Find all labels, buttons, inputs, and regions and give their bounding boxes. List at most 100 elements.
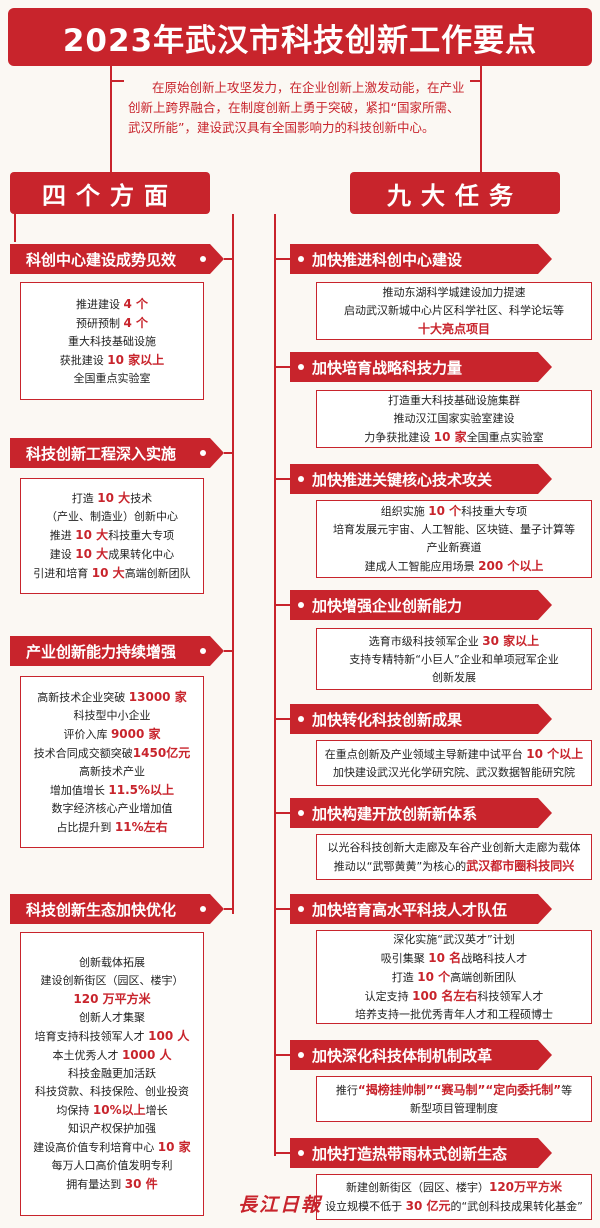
task-title: 加快转化科技创新成果 xyxy=(312,710,463,729)
highlight-text: 十大亮点项目 xyxy=(417,321,490,336)
aspect-detail-box: 打造 10 大技术（产业、制造业）创新中心推进 10 大科技重大专项建设 10 … xyxy=(20,478,204,594)
dot-icon xyxy=(298,810,304,816)
box-line: 推动以“武鄂黄黄”为核心的武汉都市圈科技同兴 xyxy=(321,857,587,876)
box-line: 增加值增长 11.5%以上 xyxy=(25,781,199,800)
body-text: 科技贷款、科技保险、创业投资 xyxy=(35,1085,189,1098)
connector-line xyxy=(274,604,292,606)
box-line: 建成人工智能应用场景 200 个以上 xyxy=(321,557,587,576)
dot-icon xyxy=(298,602,304,608)
highlight-text: 10%以上 xyxy=(92,1103,146,1117)
box-line: 推动汉江国家实验室建设 xyxy=(321,410,587,428)
box-line: 全国重点实验室 xyxy=(25,370,199,388)
body-text: 认定支持 xyxy=(364,989,413,1003)
task-title: 加快增强企业创新能力 xyxy=(312,596,463,615)
highlight-text: 10 家以上 xyxy=(107,352,165,367)
dot-icon xyxy=(200,906,206,912)
box-line: 产业新赛道 xyxy=(321,539,587,557)
highlight-text: “赛马制” xyxy=(433,1082,486,1097)
connector-line xyxy=(224,908,234,910)
box-line: 启动武汉新城中心片区科学社区、科学论坛等 xyxy=(321,302,587,320)
task-title: 加快推进关键核心技术攻关 xyxy=(312,470,493,489)
body-text: 高新技术企业突破 xyxy=(37,690,129,704)
box-line: 打造重大科技基础设施集群 xyxy=(321,392,587,410)
highlight-text: “定向委托制” xyxy=(485,1082,562,1097)
aspect-heading: 产业创新能力持续增强 xyxy=(10,636,224,666)
aspect-title: 科创中心建设成势见效 xyxy=(26,250,177,269)
body-text: 技术合同成交额突破 xyxy=(33,746,133,760)
connector-line xyxy=(224,650,234,652)
connector-line xyxy=(110,66,112,172)
highlight-text: 120万平方米 xyxy=(488,1180,563,1194)
body-text: 推行 xyxy=(335,1083,358,1097)
highlight-text: 200 个以上 xyxy=(478,559,544,573)
box-line: 推进 10 大科技重大专项 xyxy=(25,526,199,545)
box-line: 重大科技基础设施 xyxy=(25,333,199,351)
task-detail-box: 组织实施 10 个科技重大专项培育发展元宇宙、人工智能、区块链、量子计算等产业新… xyxy=(316,500,592,578)
task-heading: 加快推进关键核心技术攻关 xyxy=(290,464,552,494)
box-line: 加快建设武汉光化学研究院、武汉数据智能研究院 xyxy=(321,764,587,782)
box-line: 认定支持 100 名左右科技领军人才 xyxy=(321,987,587,1006)
box-line: 科技金融更加活跃 xyxy=(25,1065,199,1083)
connector-line xyxy=(274,366,292,368)
body-text: 打造重大科技基础设施集群 xyxy=(388,393,520,407)
aspect-title: 科技创新生态加快优化 xyxy=(26,900,177,919)
body-text: 科技领军人才 xyxy=(477,989,544,1003)
body-text: 启动武汉新城中心片区科学社区、科学论坛等 xyxy=(344,303,564,317)
highlight-text: 10 个 xyxy=(417,969,451,984)
box-line: 选育市级科技领军企业 30 家以上 xyxy=(321,632,587,651)
body-text: 拥有量达到 xyxy=(66,1178,125,1191)
task-detail-box: 推行“揭榜挂帅制”“赛马制”“定向委托制”等新型项目管理制度 xyxy=(316,1076,592,1122)
body-text: 预研预制 xyxy=(75,316,124,330)
body-text: 技术 xyxy=(130,492,153,505)
body-text: 推进 xyxy=(49,529,76,542)
body-text: 推动以“武鄂黄黄”为核心的 xyxy=(333,859,467,873)
body-text: 创新载体拓展 xyxy=(79,956,145,969)
body-text: 新建创新街区（园区、楼宇） xyxy=(345,1181,489,1194)
box-line: 推行“揭榜挂帅制”“赛马制”“定向委托制”等 xyxy=(321,1081,587,1100)
task-title: 加快构建开放创新新体系 xyxy=(312,804,478,823)
task-title: 加快培育高水平科技人才队伍 xyxy=(312,900,508,919)
box-line: 深化实施“武汉英才”计划 xyxy=(321,931,587,949)
connector-line xyxy=(274,258,292,260)
aspect-detail-box: 推进建设 4 个预研预制 4 个重大科技基础设施获批建设 10 家以上全国重点实… xyxy=(20,282,204,400)
body-text: 培育发展元宇宙、人工智能、区块链、量子计算等 xyxy=(333,523,575,536)
box-line: 新型项目管理制度 xyxy=(321,1100,587,1118)
body-text: 建设创新街区（园区、楼宇） xyxy=(40,974,184,987)
highlight-text: 11.5%以上 xyxy=(108,782,175,797)
box-line: 数字经济核心产业增加值 xyxy=(25,800,199,818)
dot-icon xyxy=(200,450,206,456)
body-text: 推动东湖科学城建设加力提速 xyxy=(382,285,526,299)
box-line: 吸引集聚 10 名战略科技人才 xyxy=(321,949,587,968)
body-text: 等 xyxy=(561,1083,573,1097)
task-title: 加快推进科创中心建设 xyxy=(312,250,463,269)
body-text: 高端创新团队 xyxy=(450,970,517,984)
box-line: 打造 10 大技术 xyxy=(25,489,199,508)
body-text: 培育支持科技领军人才 xyxy=(34,1030,149,1043)
body-text: 建成人工智能应用场景 xyxy=(364,560,479,573)
body-text: 全国重点实验室 xyxy=(466,430,544,444)
connector-line xyxy=(480,66,482,172)
highlight-text: “揭榜挂帅制” xyxy=(357,1082,434,1097)
box-line: 组织实施 10 个科技重大专项 xyxy=(321,502,587,521)
highlight-text: 1000 人 xyxy=(121,1048,172,1062)
box-line: 创新载体拓展 xyxy=(25,954,199,972)
box-line: 均保持 10%以上增长 xyxy=(25,1101,199,1120)
body-text: 科技金融更加活跃 xyxy=(68,1067,156,1080)
task-heading: 加快培育高水平科技人才队伍 xyxy=(290,894,552,924)
box-line: 打造 10 个高端创新团队 xyxy=(321,968,587,987)
task-heading: 加快培育战略科技力量 xyxy=(290,352,552,382)
highlight-text: 10 家 xyxy=(157,1140,191,1154)
box-line: 高新技术企业突破 13000 家 xyxy=(25,688,199,707)
body-text: 以光谷科技创新大走廊及车谷产业创新大走廊为载体 xyxy=(327,840,581,854)
changjiang-daily-logo: 長江日報 xyxy=(238,1193,323,1216)
body-text: 评价入库 xyxy=(63,727,111,741)
body-text: 组织实施 xyxy=(380,505,429,518)
body-text: 在重点创新及产业领域主导新建中试平台 xyxy=(324,747,527,761)
body-text: 推动汉江国家实验室建设 xyxy=(393,411,515,425)
connector-line xyxy=(274,1054,292,1056)
body-text: 科技重大专项 xyxy=(461,505,528,518)
box-line: 技术合同成交额突破1450亿元 xyxy=(25,744,199,763)
body-text: 科技型中小企业 xyxy=(73,708,151,722)
box-line: 新建创新街区（园区、楼宇）120万平方米 xyxy=(321,1178,587,1197)
task-heading: 加快打造热带雨林式创新生态 xyxy=(290,1138,552,1168)
